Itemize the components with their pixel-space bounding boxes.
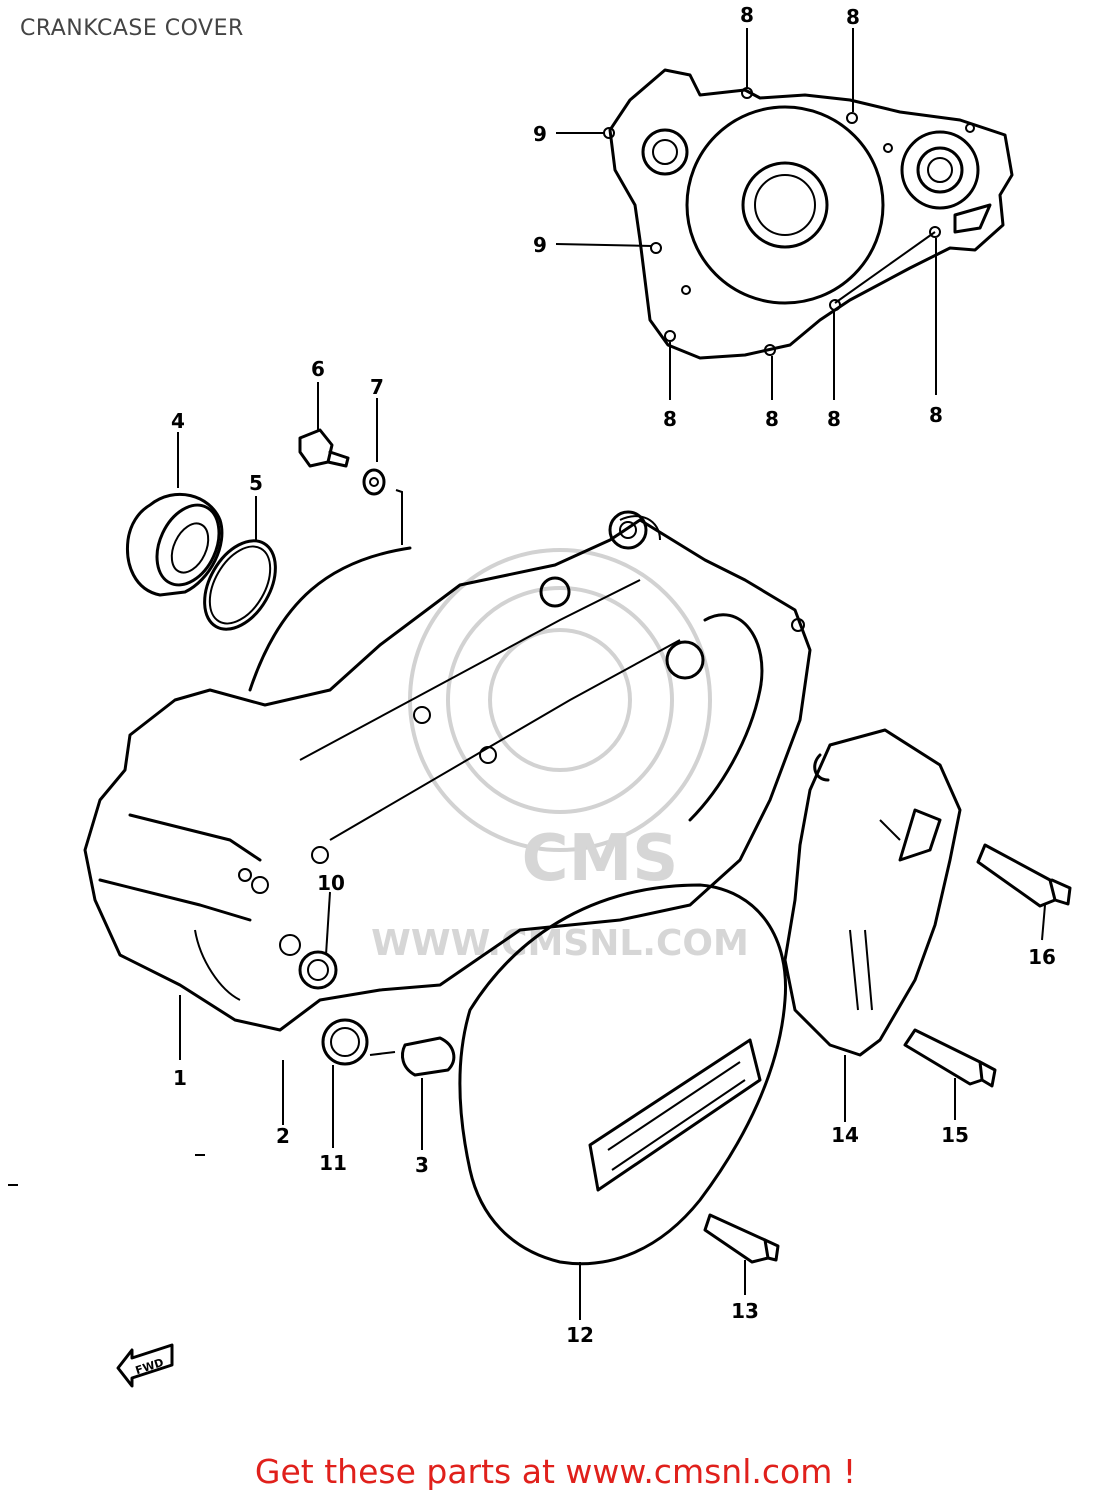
fwd-label: FWD — [134, 1356, 165, 1377]
callout-label: 1 — [173, 1066, 187, 1090]
parts-shop-link[interactable]: Get these parts at www.cmsnl.com ! — [254, 1452, 857, 1491]
callout-label: 9 — [533, 122, 547, 146]
bolt-16 — [976, 843, 1072, 908]
bolt-and-washer — [298, 428, 386, 496]
callout-label: 8 — [663, 407, 677, 431]
callout-labels: 8 8 9 9 8 8 8 8 6 7 4 5 10 1 2 11 3 16 1… — [171, 3, 1056, 1347]
leader-lines — [8, 28, 1046, 1320]
callout-label: 7 — [370, 375, 384, 399]
callout-label: 12 — [566, 1323, 594, 1347]
forward-direction-arrow: FWD — [116, 1343, 174, 1388]
page-title: CRANKCASE COVER — [20, 16, 244, 41]
callout-label: 13 — [731, 1299, 759, 1323]
crankcase-cover-body — [83, 510, 812, 1077]
callout-label: 8 — [929, 403, 943, 427]
callout-label: 3 — [415, 1153, 429, 1177]
footer: Get these parts at www.cmsnl.com ! — [0, 1452, 1111, 1491]
watermark-url: WWW.CMSNL.COM — [371, 923, 749, 964]
callout-label: 14 — [831, 1123, 859, 1147]
inner-cover-gasket — [603, 68, 1014, 360]
bolt-15 — [903, 1028, 997, 1088]
callout-label: 8 — [846, 5, 860, 29]
callout-label: 2 — [276, 1124, 290, 1148]
cms-watermark: CMS WWW.CMSNL.COM — [371, 548, 749, 964]
oil-seal-parts — [125, 492, 277, 631]
callout-label: 11 — [319, 1151, 347, 1175]
outer-cover-part — [458, 883, 788, 1266]
bolt-13 — [703, 1213, 780, 1264]
callout-label: 8 — [765, 407, 779, 431]
callout-label: 16 — [1028, 945, 1056, 969]
sprocket-cover-part — [783, 728, 962, 1057]
callout-label: 10 — [317, 871, 345, 895]
callout-label: 9 — [533, 233, 547, 257]
callout-label: 6 — [311, 357, 325, 381]
callout-label: 15 — [941, 1123, 969, 1147]
watermark-logo: CMS — [522, 822, 679, 896]
callout-label: 8 — [740, 3, 754, 27]
callout-label: 8 — [827, 407, 841, 431]
callout-label: 5 — [249, 471, 263, 495]
callout-label: 4 — [171, 409, 185, 433]
